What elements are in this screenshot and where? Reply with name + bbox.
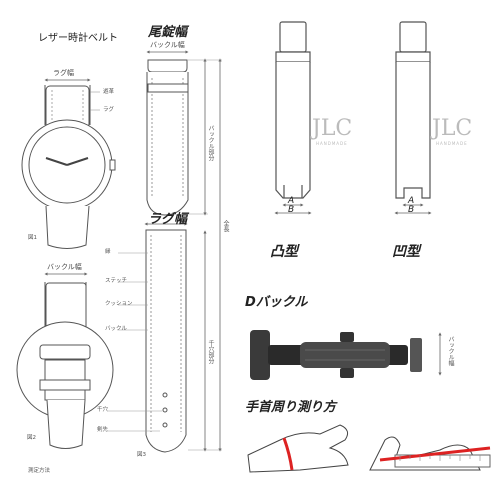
handmade-mark-2: HANDMADE <box>436 141 468 146</box>
jlc-logo-1: JLC <box>312 116 353 141</box>
buckle-part-label: バックル部分 <box>207 125 214 161</box>
strap-end-concave <box>395 21 431 199</box>
buckle-width-top-label: バックル幅 <box>150 41 185 49</box>
lug-label: ラグ <box>103 107 115 113</box>
strap-end-convex <box>275 21 311 199</box>
cushion-label: クッション <box>105 301 133 307</box>
d-buckle-width-label: バックル幅 <box>447 336 454 366</box>
d-buckle-heading: Dバックル <box>245 295 308 310</box>
edge-label: 縁 <box>105 249 111 255</box>
diagram-title: レザー時計ベルト <box>38 33 118 44</box>
fig1-label: 図1 <box>28 235 37 241</box>
keeper-label: 遊革 <box>103 89 115 95</box>
buckle-label: バックル <box>105 326 127 332</box>
hand-measure-drawing <box>247 424 491 473</box>
tail-width-label: 尾錠幅 <box>148 25 188 40</box>
measure-method-label: 測定方法 <box>28 468 51 474</box>
strap-drawing <box>145 59 189 453</box>
dim-a-convex: A <box>288 196 295 206</box>
lug-width-left-label: ラグ幅 <box>53 69 74 77</box>
jlc-logo-2: JLC <box>432 116 473 141</box>
fig3-label: 図3 <box>137 452 146 458</box>
handmade-mark-1: HANDMADE <box>316 141 348 146</box>
fig2-label: 図2 <box>27 435 36 441</box>
holes-part-label: 千穴部分 <box>207 340 214 364</box>
watch-drawing <box>21 85 116 249</box>
concave-type-label: 凹型 <box>392 244 420 260</box>
dim-b-concave: B <box>408 205 415 215</box>
d-buckle-drawing <box>250 330 422 380</box>
total-length-label: 全長 <box>222 220 229 232</box>
wrist-measure-heading: 手首周り測り方 <box>245 400 337 415</box>
convex-type-label: 凸型 <box>270 244 298 260</box>
buckle-width-left-label: バックル幅 <box>47 263 82 271</box>
lug-width-mid-label: ラグ幅 <box>148 212 188 227</box>
dim-a-concave: A <box>408 196 415 206</box>
stitch-label: ステッチ <box>105 278 128 284</box>
tip-label: 剣先 <box>97 427 109 433</box>
hole-label: 千穴 <box>97 407 109 413</box>
watch-back-drawing <box>16 282 114 449</box>
dim-b-convex: B <box>288 205 295 215</box>
